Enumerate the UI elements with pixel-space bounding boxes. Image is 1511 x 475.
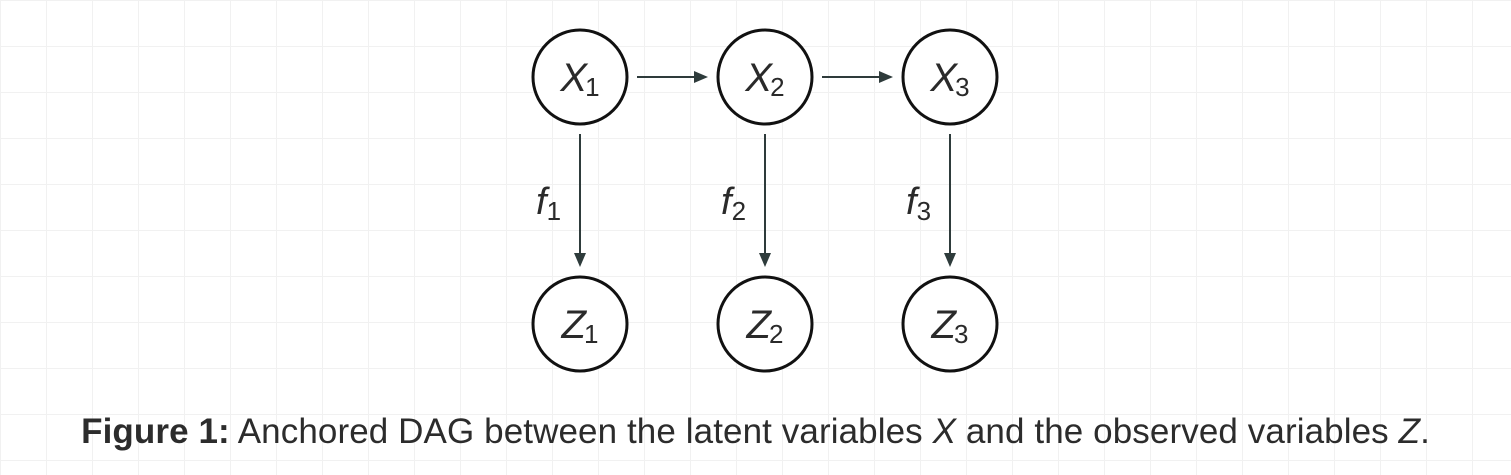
function-name: f [906,181,920,223]
caption-latent-variable: X [932,412,957,451]
node-subscript: 3 [955,72,969,102]
arrowhead [759,253,771,267]
node-label: X1 [559,56,599,102]
arrowhead [944,253,956,267]
node-z2: Z2 [716,275,814,373]
edge-x1-x2 [637,71,708,83]
node-subscript: 1 [584,319,598,349]
node-x1: X1 [531,28,629,126]
node-label: Z3 [931,303,969,349]
caption-text-part-1: Anchored DAG between the latent variable… [229,412,933,451]
edge-function-label: f3 [906,181,931,226]
function-name: f [721,181,735,223]
function-subscript: 1 [547,196,561,226]
caption-observed-variable: Z [1398,412,1421,451]
node-subscript: 2 [769,319,783,349]
edge-function-label: f1 [536,181,561,226]
function-name: f [536,181,550,223]
node-subscript: 3 [954,319,968,349]
caption-text-part-2: and the observed variables [956,412,1399,451]
node-label: Z1 [561,303,599,349]
edge-x3-z3: f3 [906,134,956,267]
node-circle [901,275,999,373]
arrowhead [694,71,708,83]
edge-function-label: f2 [721,181,746,226]
node-label: X2 [744,56,784,102]
node-circle [531,275,629,373]
node-x3: X3 [901,28,999,126]
node-z3: Z3 [901,275,999,373]
node-circle [901,28,999,126]
node-circle [716,275,814,373]
node-circle [716,28,814,126]
function-subscript: 3 [917,196,931,226]
node-subscript: 1 [585,72,599,102]
edge-x1-z1: f1 [536,134,586,267]
node-label: Z2 [746,303,784,349]
arrowhead [574,253,586,267]
edge-x2-x3 [822,71,893,83]
figure-caption: Figure 1: Anchored DAG between the laten… [0,408,1511,456]
arrowhead [879,71,893,83]
caption-text-part-3: . [1420,412,1430,451]
edge-x2-z2: f2 [721,134,771,267]
node-subscript: 2 [770,72,784,102]
function-subscript: 2 [732,196,746,226]
node-x2: X2 [716,28,814,126]
node-circle [531,28,629,126]
node-label: X3 [929,56,969,102]
caption-label: Figure 1: [81,412,230,451]
node-z1: Z1 [531,275,629,373]
